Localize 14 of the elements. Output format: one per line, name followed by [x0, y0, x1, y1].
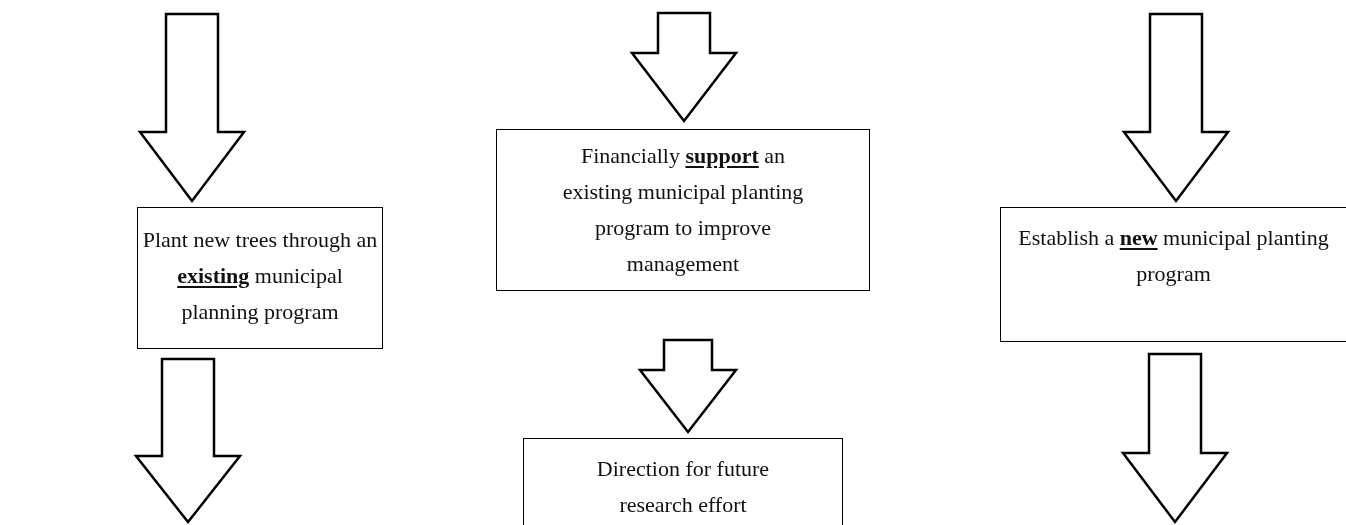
- box-text: Financially support an existing municipal planting program to improve management: [561, 142, 805, 278]
- box-text: Establish a new municipal planting program: [1017, 224, 1330, 288]
- block-arrow: [1121, 12, 1231, 204]
- block-arrow: [629, 11, 739, 124]
- process-box: [496, 129, 870, 291]
- box-text: Direction for future research effort: [595, 455, 771, 519]
- process-box: [523, 438, 843, 525]
- box-text: Plant new trees through an existing municipal planning program: [141, 226, 379, 326]
- process-box: [137, 207, 383, 349]
- block-arrow: [637, 338, 739, 435]
- block-arrow: [133, 357, 243, 524]
- block-arrow: [1120, 352, 1230, 525]
- block-arrow: [137, 12, 247, 204]
- process-box: [1000, 207, 1346, 342]
